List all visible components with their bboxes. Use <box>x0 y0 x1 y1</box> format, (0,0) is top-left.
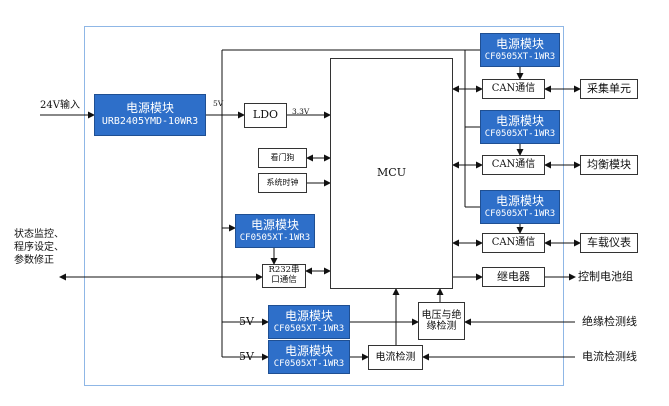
voltage-insulation-detect: 电压与绝 缘检测 <box>418 302 465 340</box>
label-5v-1: 5V <box>239 315 254 328</box>
ext-current-line-label: 电流检测线 <box>582 350 637 363</box>
current-detect: 电流检测 <box>368 345 423 370</box>
ext-battery-label: 控制电池组 <box>578 270 633 283</box>
can-comm-2: CAN通信 <box>482 155 545 175</box>
power-module-current: 电源模块 CF0505XT-1WR3 <box>268 340 350 374</box>
status-monitor-label: 状态监控、 程序设定、 参数修正 <box>14 229 64 266</box>
ext-collect-unit: 采集单元 <box>580 79 638 99</box>
ext-balance-module: 均衡模块 <box>580 155 638 175</box>
label-5v-small: 5V <box>213 99 224 108</box>
system-clock-block: 系统时钟 <box>258 173 307 193</box>
relay-block: 继电器 <box>482 267 545 287</box>
ext-vehicle-meter: 车载仪表 <box>580 233 638 253</box>
bms-board-frame <box>84 26 564 386</box>
power-module-rs232: 电源模块 CF0505XT-1WR3 <box>235 214 315 248</box>
can-comm-3: CAN通信 <box>482 233 545 253</box>
power-module-can3: 电源模块 CF0505XT-1WR3 <box>480 190 560 224</box>
can-comm-1: CAN通信 <box>482 79 545 99</box>
watchdog-block: 看门狗 <box>258 148 307 168</box>
power-module-can2: 电源模块 CF0505XT-1WR3 <box>480 110 560 144</box>
input-24v-label: 24V输入 <box>40 100 80 111</box>
power-module-can1: 电源模块 CF0505XT-1WR3 <box>480 33 560 67</box>
rs232-block: R232串 口通信 <box>262 264 306 288</box>
ldo-block: LDO <box>244 103 287 128</box>
power-module-voltage: 电源模块 CF0505XT-1WR3 <box>268 305 350 339</box>
ext-insulation-line-label: 绝缘检测线 <box>582 315 637 328</box>
power-module-main: 电源模块 URB2405YMD-10WR3 <box>94 94 206 136</box>
label-5v-2: 5V <box>239 350 254 363</box>
mcu-block: MCU <box>330 58 453 289</box>
label-3v3: 3.3V <box>292 107 310 116</box>
